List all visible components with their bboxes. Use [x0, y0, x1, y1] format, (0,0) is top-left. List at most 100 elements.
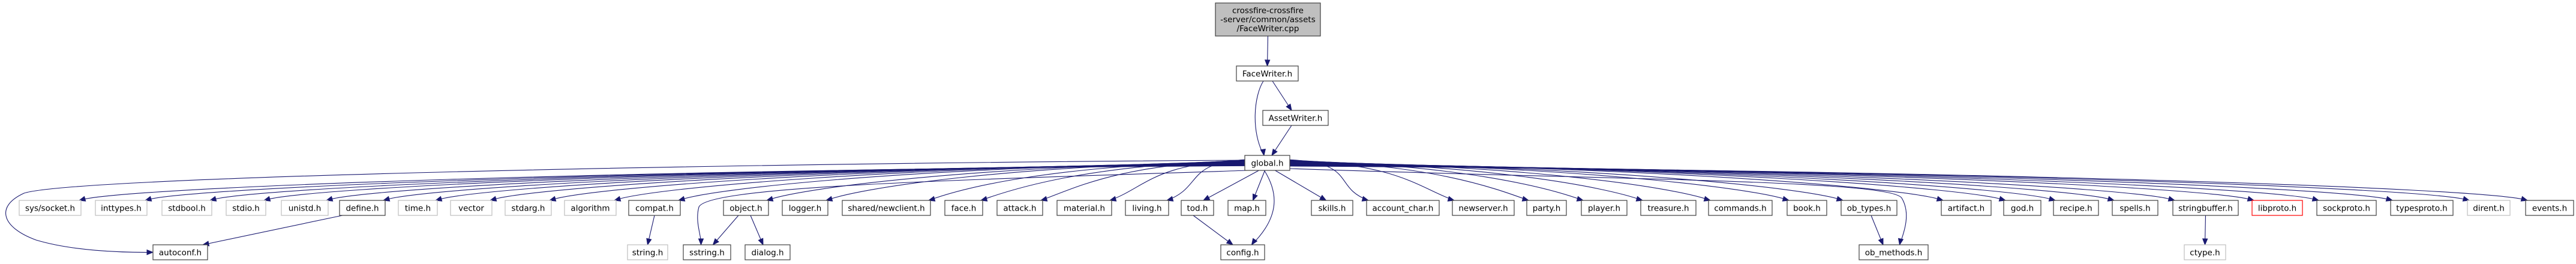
node-box	[450, 200, 493, 216]
edge-global-h-to-stringbuffer-h	[1289, 164, 2176, 202]
node-stdbool-h[interactable]: stdbool.h	[161, 200, 212, 216]
node-label: AssetWriter.h	[1269, 114, 1323, 124]
arrowhead-icon	[1576, 196, 1584, 202]
node-define-h[interactable]: define.h	[339, 200, 386, 216]
node-box	[1056, 200, 1112, 216]
node-algorithm[interactable]: algorithm	[564, 200, 617, 216]
node-inttypes-h[interactable]: inttypes.h	[95, 200, 148, 216]
node-box	[1125, 200, 1169, 216]
edge-global-h-to-ob-methods-h	[1289, 168, 1907, 246]
node-book-h[interactable]: book.h	[1787, 200, 1827, 216]
node-label: skills.h	[1319, 204, 1346, 214]
node-newserver-h[interactable]: newserver.h	[1452, 200, 1515, 216]
node-newclient-h[interactable]: shared/newclient.h	[842, 200, 931, 216]
node-ctype-h[interactable]: ctype.h	[2184, 244, 2226, 260]
node-spells-h[interactable]: spells.h	[2112, 200, 2158, 216]
edge-stringbuffer-h-to-ctype-h	[2202, 215, 2208, 246]
node-material-h[interactable]: material.h	[1056, 200, 1112, 216]
node-unistd-h[interactable]: unistd.h	[281, 200, 329, 216]
arrowhead-icon	[1878, 238, 1884, 246]
node-label-line: -server/common/assets	[1220, 15, 1315, 25]
node-stdarg-h[interactable]: stdarg.h	[505, 200, 552, 216]
node-box	[1841, 200, 1898, 216]
node-commands-h[interactable]: commands.h	[1708, 200, 1773, 216]
node-label: player.h	[1588, 204, 1620, 214]
node-label: typesproto.h	[2396, 204, 2447, 214]
node-artifact-h[interactable]: artifact.h	[1941, 200, 1992, 216]
arrowhead-icon	[548, 196, 557, 202]
node-string-h[interactable]: string.h	[627, 244, 668, 260]
node-box	[1941, 200, 1992, 216]
edge-line	[1289, 166, 2528, 201]
node-box	[723, 200, 769, 216]
node-tod-h[interactable]: tod.h	[1181, 200, 1214, 216]
node-box	[1787, 200, 1827, 216]
node-dialog-h[interactable]: dialog.h	[744, 244, 791, 260]
edge-assetwriter-h-to-global-h	[1271, 125, 1292, 157]
node-recipe-h[interactable]: recipe.h	[2053, 200, 2099, 216]
node-box	[1181, 200, 1214, 216]
edge-line	[697, 170, 1248, 245]
arrowhead-icon	[980, 196, 988, 202]
node-global-h[interactable]: global.h	[1244, 155, 1290, 171]
node-living-h[interactable]: living.h	[1125, 200, 1169, 216]
node-stdio-h[interactable]: stdio.h	[226, 200, 266, 216]
arrowhead-icon	[1264, 59, 1271, 67]
arrowhead-icon	[78, 196, 86, 202]
node-box	[339, 200, 386, 216]
arrowhead-icon	[434, 196, 443, 202]
edge-line	[1203, 170, 1259, 201]
arrowhead-icon	[1271, 148, 1278, 157]
node-box	[782, 200, 828, 216]
node-sys-socket-h[interactable]: sys/socket.h	[19, 200, 82, 216]
node-box	[398, 200, 438, 216]
node-ob-methods-h[interactable]: ob_methods.h	[1859, 244, 1929, 260]
node-box	[2112, 200, 2158, 216]
node-label: dialog.h	[751, 248, 783, 258]
node-party-h[interactable]: party.h	[1526, 200, 1567, 216]
node-face-h[interactable]: face.h	[944, 200, 983, 216]
node-map-h[interactable]: map.h	[1227, 200, 1266, 216]
node-box	[2467, 200, 2511, 216]
arrowhead-icon	[1226, 238, 1234, 245]
node-vector[interactable]: vector	[450, 200, 493, 216]
node-events-h[interactable]: events.h	[2525, 200, 2574, 216]
node-config-h[interactable]: config.h	[1220, 244, 1265, 260]
node-god-h[interactable]: god.h	[2003, 200, 2041, 216]
node-box	[1581, 200, 1628, 216]
node-box	[2525, 200, 2574, 216]
nodes-layer: crossfire-crossfire-server/common/assets…	[19, 2, 2574, 260]
arrowhead-icon	[325, 196, 334, 202]
node-root[interactable]: crossfire-crossfire-server/common/assets…	[1215, 2, 1321, 37]
node-facewriter-h[interactable]: FaceWriter.h	[1236, 65, 1299, 82]
node-box	[2003, 200, 2041, 216]
node-object-h[interactable]: object.h	[723, 200, 769, 216]
node-sockproto-h[interactable]: sockproto.h	[2316, 200, 2377, 216]
node-account-char-h[interactable]: account_char.h	[1366, 200, 1440, 216]
node-label: ob_types.h	[1847, 204, 1892, 214]
node-ob-types-h[interactable]: ob_types.h	[1841, 200, 1898, 216]
node-label: spells.h	[2119, 204, 2150, 214]
node-compat-h[interactable]: compat.h	[628, 200, 681, 216]
arrowhead-icon	[1252, 193, 1258, 202]
edge-line	[490, 163, 1245, 201]
node-label: recipe.h	[2059, 204, 2092, 214]
node-skills-h[interactable]: skills.h	[1311, 200, 1353, 216]
arrowhead-icon	[144, 196, 152, 202]
node-autoconf-h[interactable]: autoconf.h	[152, 244, 208, 260]
node-label: dirent.h	[2473, 204, 2505, 214]
node-sstring-h[interactable]: sstring.h	[683, 244, 731, 260]
node-time-h[interactable]: time.h	[398, 200, 438, 216]
node-treasure-h[interactable]: treasure.h	[1640, 200, 1697, 216]
node-libproto-h[interactable]: libproto.h	[2251, 200, 2303, 216]
node-assetwriter-h[interactable]: AssetWriter.h	[1262, 110, 1329, 126]
node-typesproto-h[interactable]: typesproto.h	[2390, 200, 2454, 216]
node-dirent-h[interactable]: dirent.h	[2467, 200, 2511, 216]
node-box	[2172, 200, 2239, 216]
arrowhead-icon	[1521, 196, 1530, 202]
node-logger-h[interactable]: logger.h	[782, 200, 828, 216]
node-player-h[interactable]: player.h	[1581, 200, 1628, 216]
node-label: sockproto.h	[2323, 204, 2370, 214]
node-attack-h[interactable]: attack.h	[996, 200, 1043, 216]
node-stringbuffer-h[interactable]: stringbuffer.h	[2172, 200, 2239, 216]
